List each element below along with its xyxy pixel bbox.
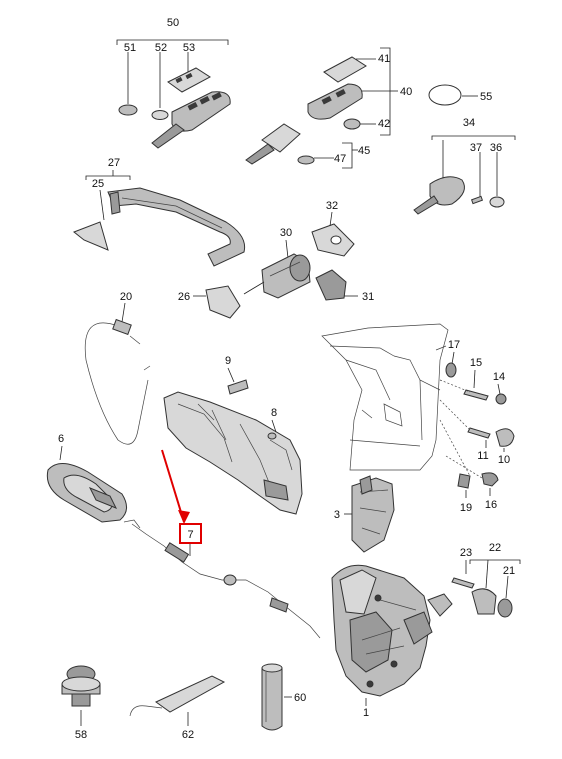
label-16: 16 (485, 499, 497, 511)
remote-key-50 (171, 91, 231, 132)
label-58: 58 (75, 729, 87, 741)
highlight-arrow-head (178, 510, 190, 524)
cover-21 (497, 598, 513, 618)
label-11: 11 (477, 450, 488, 462)
cap-10 (495, 428, 515, 447)
gasket-25 (73, 221, 109, 251)
label-36: 36 (490, 142, 502, 154)
fasteners-lock (451, 559, 521, 618)
battery-47 (297, 155, 315, 165)
interior-handle-6 (46, 445, 127, 523)
screw-23 (451, 577, 475, 589)
label-14: 14 (493, 371, 505, 383)
plug-58 (61, 665, 101, 726)
label-25: 25 (92, 178, 104, 190)
key-fob-40 (307, 83, 363, 120)
label-32: 32 (326, 200, 338, 212)
label-7: 7 (187, 529, 193, 541)
trim-cap-26 (205, 285, 241, 319)
key-group-50 (116, 39, 231, 149)
key-buttons-41 (323, 56, 367, 83)
label-52: 52 (155, 42, 167, 54)
screw-11 (467, 427, 491, 439)
label-42: 42 (378, 118, 390, 130)
key-group-34 (413, 135, 516, 215)
door-lock-1 (331, 564, 453, 706)
label-31: 31 (362, 291, 374, 303)
label-6: 6 (58, 433, 64, 445)
label-37: 37 (470, 142, 482, 154)
o-ring-55 (428, 84, 462, 106)
label-10: 10 (498, 454, 510, 466)
label-8: 8 (271, 407, 277, 419)
key-group-40 (245, 47, 398, 169)
key-buttons-53 (167, 67, 211, 93)
label-51: 51 (124, 42, 136, 54)
label-9: 9 (225, 355, 231, 367)
screw-19 (457, 473, 471, 489)
nut-14 (495, 393, 507, 405)
handle-carrier-8 (163, 367, 303, 515)
fasteners-right (439, 351, 515, 498)
tie-tag-62 (129, 675, 226, 726)
label-50: 50 (167, 17, 179, 29)
label-17: 17 (448, 339, 460, 351)
label-27: 27 (108, 157, 120, 169)
key-blade-45 (261, 123, 301, 153)
label-23: 23 (460, 547, 472, 559)
highlight-arrow (161, 449, 185, 523)
label-55: 55 (480, 91, 492, 103)
door-frame-section (321, 323, 449, 471)
plate-22 (471, 588, 497, 615)
outer-door-handle-27 (73, 170, 246, 319)
handle-body-27 (107, 187, 246, 267)
label-62: 62 (182, 729, 194, 741)
label-34: 34 (463, 117, 475, 129)
battery-52 (151, 110, 169, 120)
label-41: 41 (378, 53, 390, 65)
label-53: 53 (183, 42, 195, 54)
label-15: 15 (470, 357, 482, 369)
label-30: 30 (280, 227, 292, 239)
cable-7 (123, 519, 321, 639)
screw-9 (227, 379, 249, 395)
battery-42 (343, 118, 361, 130)
label-60: 60 (294, 692, 306, 704)
label-20: 20 (120, 291, 132, 303)
clip-16 (481, 472, 499, 487)
battery-cell-51 (118, 104, 138, 116)
label-26: 26 (178, 291, 190, 303)
label-47: 47 (334, 153, 346, 165)
label-1: 1 (363, 707, 369, 719)
grommet-17 (445, 362, 457, 378)
label-3: 3 (334, 509, 340, 521)
lock-cylinder-30 (243, 211, 358, 301)
cap-36 (489, 196, 505, 208)
cap-31 (315, 269, 347, 301)
highlight-box-7 (179, 523, 202, 544)
label-40: 40 (400, 86, 412, 98)
tube-60 (261, 663, 292, 731)
label-21: 21 (503, 565, 515, 577)
pin-37 (470, 195, 484, 205)
bracket-3 (344, 475, 395, 553)
label-22: 22 (489, 542, 501, 554)
screw-15 (463, 389, 489, 401)
release-cable-20 (84, 302, 151, 445)
label-19: 19 (460, 502, 472, 514)
label-45: 45 (358, 145, 370, 157)
